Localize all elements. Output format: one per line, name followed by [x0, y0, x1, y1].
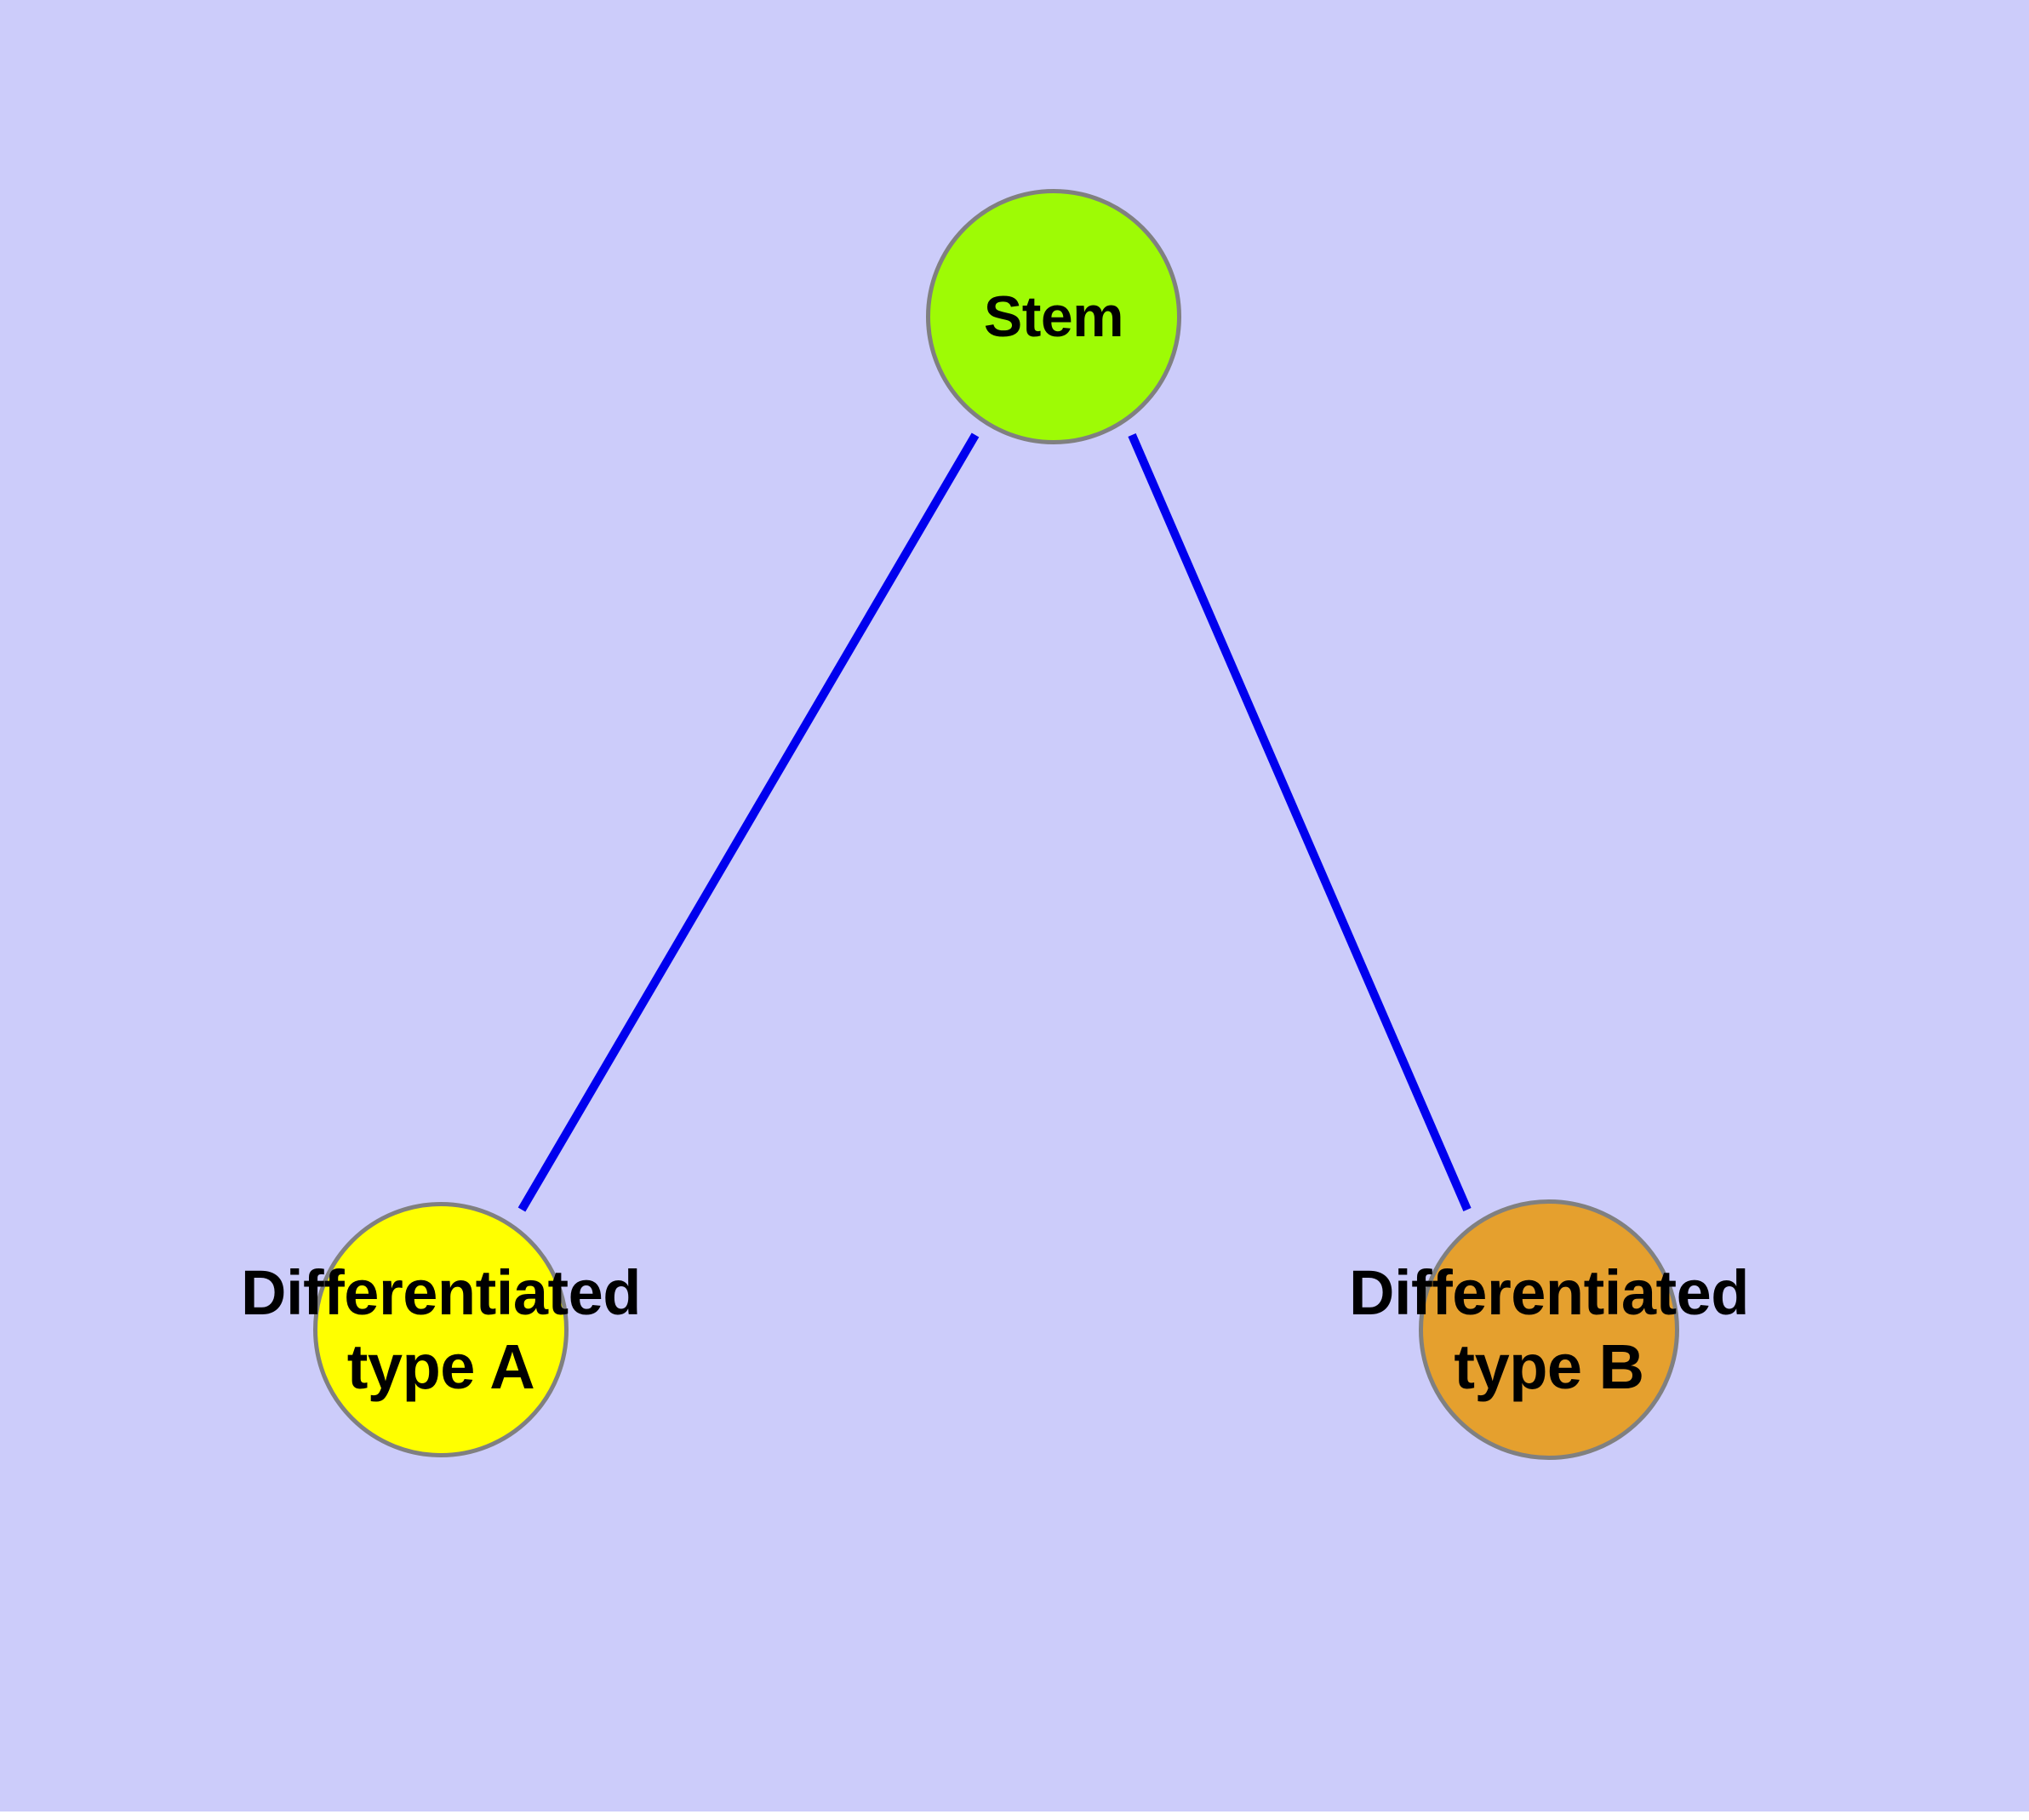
node-diff-b[interactable]	[1419, 1199, 1679, 1460]
node-diff-a[interactable]	[313, 1202, 569, 1457]
edge-stem-to-diff-b[interactable]	[1128, 433, 1472, 1211]
edge-stem-to-diff-a[interactable]	[517, 432, 980, 1212]
node-stem[interactable]	[926, 189, 1181, 444]
